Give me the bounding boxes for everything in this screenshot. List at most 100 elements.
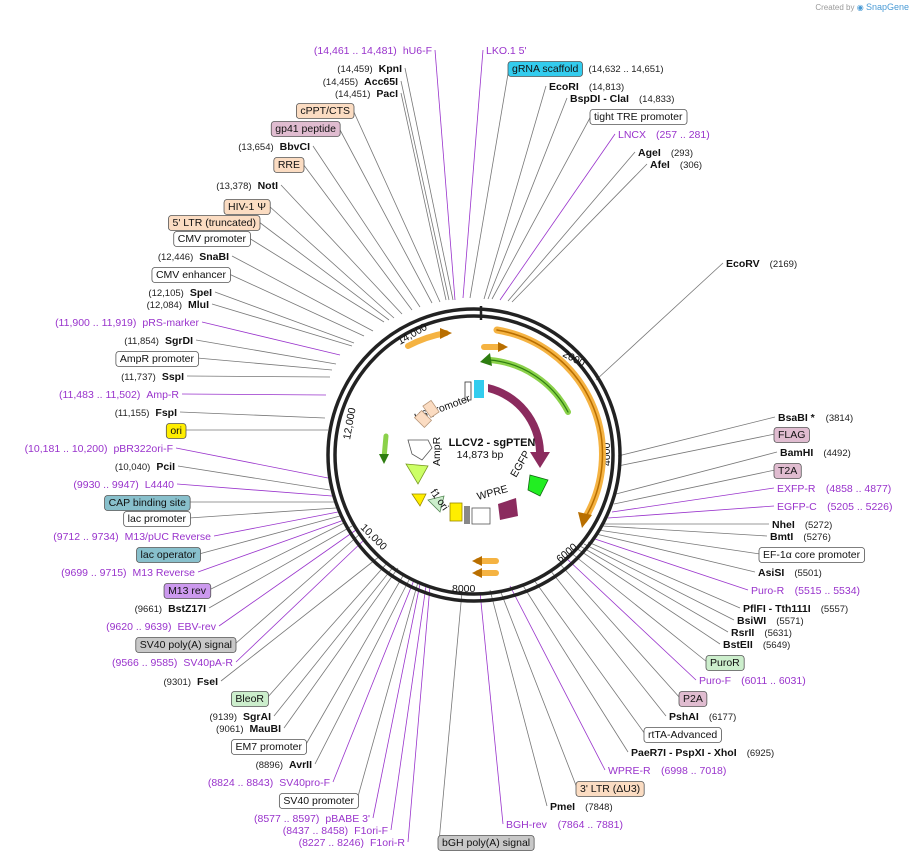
label-bsteii: BstEII(5649) [723,639,790,651]
leader-line [175,447,329,479]
leader-line [479,591,504,825]
rtta-arrowhead [578,512,592,528]
label-text: M13 Reverse [133,567,196,579]
label-sv40par: SV40pA-R(9566 .. 9585) [112,657,233,669]
label-box [278,793,359,809]
label-coord: (12,105) [148,288,183,299]
label-lncx: LNCX(257 .. 281) [618,129,710,141]
label-box [773,463,802,479]
label-text: BsiWI [737,615,766,627]
label-paci: PacI(14,451) [335,88,398,100]
label-text: F1ori-R [370,837,405,849]
label-text: Puro-F [699,675,731,687]
label-coord: (3814) [826,413,853,424]
grna-feature [474,380,484,398]
label-coord: (14,455) [323,77,358,88]
label-box [163,583,212,599]
label-box [273,157,305,173]
label-text: BstZ17I [168,603,206,615]
label-cppt: cPPT/CTS [296,103,355,119]
label-text: 3' LTR (ΔU3) [580,783,640,795]
label-t2a: T2A [773,463,802,479]
bgh-feature [471,507,491,525]
label-cmvp: CMV promoter [173,231,251,247]
label-text: SV40pro-F [279,777,330,789]
leader-line [407,585,431,843]
label-coord: (4492) [823,448,850,459]
leader-line [607,505,775,519]
label-text: ori [170,425,182,437]
leader-line [462,49,484,299]
brand-name: SnapGene [865,2,909,12]
leader-line [509,585,606,771]
backbone-outer-ring [326,307,622,603]
label-text: SnaBI [199,251,229,263]
label-coord: (8824 .. 8843) [208,777,273,789]
leader-line [595,262,724,381]
label-text: EcoRV [726,258,760,270]
leader-line [181,393,327,396]
leader-line [575,547,721,645]
leader-line [587,541,741,609]
puror-arrowhead [480,353,492,366]
label-spei: SpeI (12,105) [148,287,212,299]
leader-line [469,67,510,299]
label-lacp: lac promoter [123,511,191,527]
label-box [296,103,355,119]
label-text: BmtI [770,531,793,543]
label-coord: (5501) [794,568,821,579]
label-coord: (5649) [763,640,790,651]
leader-line [533,579,646,735]
label-text: WPRE-R [608,765,651,777]
leader-line [231,255,374,332]
label-text: Amp-R [146,389,179,401]
label-coord: (7848) [585,802,612,813]
label-egfpc: EGFP-C(5205 .. 5226) [777,501,892,513]
label-coord: (11,900 .. 11,919) [55,317,136,329]
label-coord: (14,461 .. 14,481) [314,45,397,57]
label-puror2: Puro-R(5515 .. 5534) [751,585,860,597]
label-coord: (7864 .. 7881) [558,819,623,831]
label-bsiwi: BsiWI(5571) [737,615,804,627]
label-bspdi: BspDI - ClaI(14,833) [570,93,674,105]
leader-line [280,184,403,315]
leader-line [195,339,337,365]
label-box [437,835,535,851]
label-m13rev: M13 rev [163,583,212,599]
label-asisi: AsiSI (5501) [758,567,822,579]
leader-line [597,529,761,555]
leader-line [390,585,427,831]
label-box [168,215,261,231]
label-text: pBABE 3' [325,813,370,825]
label-text: gp41 peptide [275,123,336,135]
label-coord: (11,155) [115,408,150,419]
leader-line [499,133,616,301]
leader-line [196,357,333,371]
label-text: AsiSI [758,567,784,579]
egfp-label: EGFP [508,449,533,480]
leader-line [487,97,568,300]
label-coord: (6925) [747,748,774,759]
label-box [115,351,199,367]
plasmid-length: 14,873 bp [457,449,504,461]
label-pflfi: PflFI - Tth111I(5557) [743,603,848,615]
label-text: PuroR [710,657,740,669]
label-box [643,727,722,743]
label-text: BspDI - ClaI [570,93,629,105]
label-fspi: FspI(11,155) [115,407,177,419]
label-text: BsaBI * [778,412,816,424]
leader-line [197,519,345,573]
leader-line [228,273,365,337]
label-text: SpeI [190,287,212,299]
ltr3-arrowhead-a [472,556,482,566]
label-text: L4440 [145,479,174,491]
leader-line [273,565,395,717]
label-coord: (10,040) [115,462,150,473]
leader-line [511,163,648,303]
label-coord: (4858 .. 4877) [826,483,891,495]
label-rsrii: RsrII(5631) [731,627,792,639]
leader-line [507,151,636,302]
label-text: Puro-R [751,585,785,597]
label-coord: (6177) [709,712,736,723]
label-snabi: SnaBI(12,446) [158,251,229,263]
